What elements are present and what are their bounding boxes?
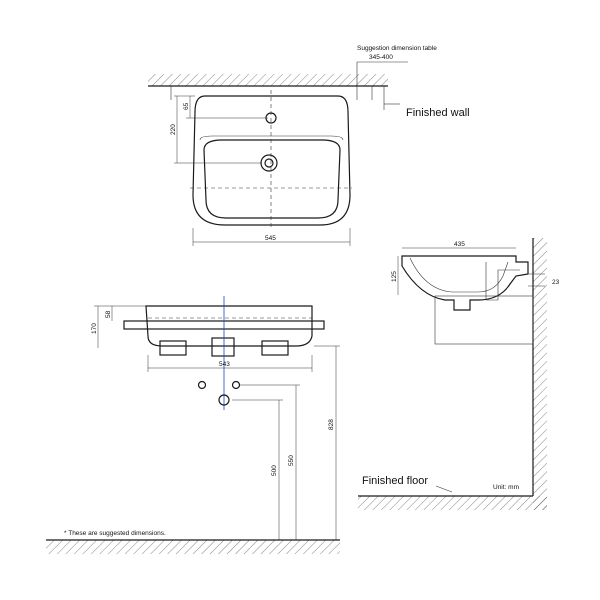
- dim-supply-height: 550: [288, 455, 295, 466]
- supply-left: [197, 380, 207, 390]
- top-view: 65 220 545 Suggestion dimension table 34…: [148, 45, 470, 246]
- drain-outlet: [218, 394, 230, 406]
- dim-side-height: 125: [391, 271, 398, 282]
- drain-outer: [260, 154, 278, 172]
- basin-outer: [192, 95, 351, 226]
- dim-rim-height: 828: [328, 419, 335, 430]
- front-basin: [145, 305, 313, 347]
- finished-wall-label: Finished wall: [406, 107, 470, 119]
- top-wall-hatch: [148, 74, 388, 86]
- floor-leader: [435, 485, 453, 493]
- dim-drain-height: 500: [271, 465, 278, 476]
- dim-front-rim: 58: [105, 310, 112, 318]
- dim-top-depth: 220: [170, 124, 177, 135]
- front-foot-right: [261, 340, 289, 356]
- drain-inner: [264, 158, 274, 168]
- supply-right: [231, 380, 241, 390]
- basin-deck: [199, 135, 344, 141]
- side-wall-hatch: [533, 238, 547, 510]
- front-view: 170 58 543 500 550 828 * These are sugge…: [46, 296, 340, 554]
- dim-front-width: 543: [219, 361, 230, 368]
- footnote: * These are suggested dimensions.: [64, 530, 166, 537]
- side-cabinet: [434, 295, 534, 345]
- basin-bowl: [203, 139, 341, 219]
- side-view: 435 125 23 Finished floor Unit: mm: [358, 238, 560, 510]
- side-trap: [485, 262, 520, 301]
- front-foot-mid: [211, 337, 235, 357]
- floor-hatch: [358, 496, 547, 510]
- side-basin-inner: [409, 257, 509, 293]
- dim-top-width: 545: [265, 235, 276, 242]
- dim-side-width: 435: [454, 241, 465, 248]
- suggestion-title: Suggestion dimension table: [357, 45, 437, 52]
- dim-top-tap: 65: [183, 102, 190, 110]
- dim-front-height: 170: [91, 323, 98, 334]
- dim-side-lip: 23: [552, 279, 560, 286]
- side-basin: [401, 255, 529, 311]
- finished-floor-label: Finished floor: [362, 475, 428, 487]
- front-floor-hatch: [46, 540, 340, 554]
- suggestion-range: 345-400: [369, 54, 393, 61]
- unit-label: Unit: mm: [493, 484, 519, 491]
- front-foot-left: [159, 340, 187, 356]
